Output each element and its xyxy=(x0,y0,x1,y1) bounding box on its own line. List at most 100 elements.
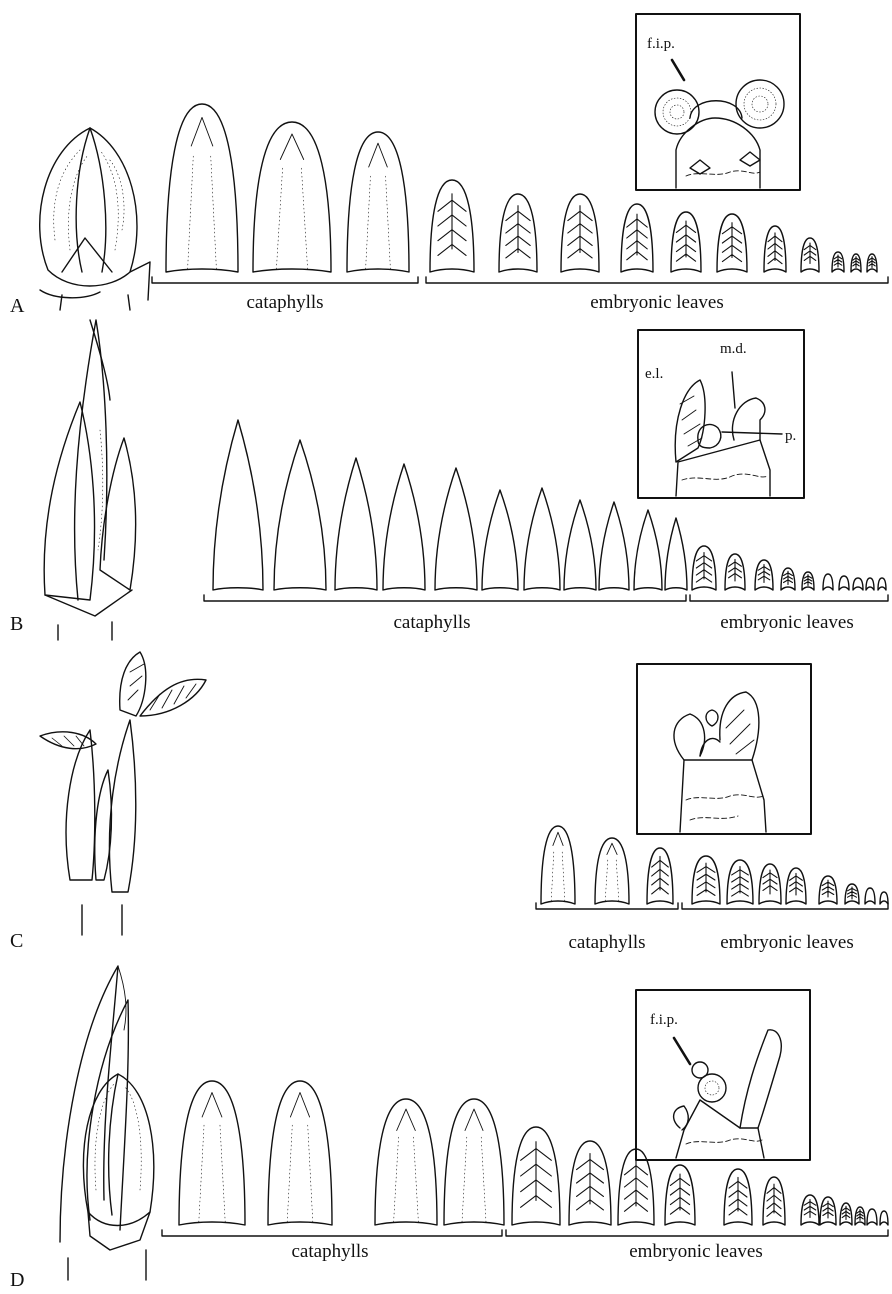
panel-c-cataphylls-bracket xyxy=(536,903,678,909)
panel-c-embryonic-label: embryonic leaves xyxy=(720,932,853,953)
panel-b-cataphylls-bracket xyxy=(204,595,686,601)
panel-c-cataphylls-label: cataphylls xyxy=(568,932,645,953)
panel-a-leaf-8 xyxy=(671,212,701,272)
panel-a-leaf-row xyxy=(166,104,877,272)
panel-c-leaf-row xyxy=(541,826,888,904)
panel-a-leaf-3 xyxy=(347,132,409,272)
panel-c-leaf-7 xyxy=(786,868,806,904)
panel-a-leaf-11 xyxy=(801,238,819,272)
panel-d-leaf-5 xyxy=(512,1127,560,1225)
panel-d-leaf-11 xyxy=(801,1195,819,1225)
panel-b-leaf-13 xyxy=(725,554,745,590)
panel-d-letter: D xyxy=(10,1269,24,1291)
panel-b-inset-label-p: p. xyxy=(785,428,796,444)
panel-d-embryonic-label: embryonic leaves xyxy=(629,1241,762,1262)
panel-b-leaf-8 xyxy=(564,500,596,590)
panel-d-leaf-8 xyxy=(665,1165,695,1225)
floral-primordium-icon xyxy=(736,80,784,128)
panel-b-leaf-12 xyxy=(692,546,716,590)
panel-c-leaf-1 xyxy=(541,826,575,904)
panel-c-inset-frame xyxy=(637,664,811,834)
panel-b-leaf-7 xyxy=(524,488,560,590)
panel-b-leaf-18 xyxy=(839,576,849,590)
panel-c-leaf-9 xyxy=(845,884,859,904)
panel-b-leaf-10 xyxy=(634,510,662,590)
panel-a-inset-label-fip: f.i.p. xyxy=(647,36,675,52)
panel-d-leaf-14 xyxy=(855,1207,865,1225)
panel-d-inset-pointer xyxy=(674,1038,690,1064)
panel-d-bud-illustration xyxy=(60,966,154,1280)
panel-c-shoot-illustration xyxy=(40,652,206,935)
panel-d: D cataphylls embryonic leaves f.i.p. xyxy=(10,966,888,1291)
panel-d-leaf-15 xyxy=(867,1209,877,1225)
panel-d-leaf-2 xyxy=(268,1081,332,1225)
panel-a: A cataphylls embryonic leaves f xyxy=(10,14,888,317)
panel-c-leaf-8 xyxy=(819,876,837,904)
panel-a-leaf-4 xyxy=(430,180,474,272)
panel-a-leaf-5 xyxy=(499,194,537,272)
panel-c-leaf-10 xyxy=(865,888,875,904)
panel-b-leaf-20 xyxy=(866,578,874,590)
panel-d-inset-label-fip: f.i.p. xyxy=(650,1012,678,1028)
panel-a-cataphylls-label: cataphylls xyxy=(246,292,323,313)
panel-c-letter: C xyxy=(10,930,23,952)
panel-b-leaf-17 xyxy=(823,574,833,590)
panel-c-leaf-6 xyxy=(759,864,781,904)
panel-b-leaf-15 xyxy=(781,568,795,590)
panel-d-leaf-1 xyxy=(179,1081,245,1225)
panel-b-inset-label-md: m.d. xyxy=(720,341,747,357)
panel-a-cataphylls-bracket xyxy=(152,277,418,283)
panel-a-leaf-10 xyxy=(764,226,786,272)
panel-d-cataphylls-label: cataphylls xyxy=(291,1241,368,1262)
panel-a-leaf-14 xyxy=(867,254,877,272)
panel-a-leaf-1 xyxy=(166,104,238,272)
panel-b: B cataphylls embryonic leaves e.l. m.d. … xyxy=(10,320,888,640)
panel-c-leaf-11 xyxy=(880,892,888,904)
panel-a-leaf-7 xyxy=(621,204,653,272)
panel-c: C cataphylls embryonic leaves xyxy=(10,652,888,953)
panel-b-leaf-14 xyxy=(755,560,773,590)
panel-c-leaf-3 xyxy=(647,848,673,904)
panel-d-leaf-16 xyxy=(880,1211,888,1225)
panel-a-inset: f.i.p. xyxy=(636,14,800,190)
panel-b-leaf-11 xyxy=(665,518,687,590)
panel-a-letter: A xyxy=(10,295,25,317)
panel-b-leaf-19 xyxy=(853,578,863,590)
panel-c-embryonic-bracket xyxy=(682,903,888,909)
panel-b-letter: B xyxy=(10,613,23,635)
panel-b-inset: e.l. m.d. p. xyxy=(638,330,804,498)
panel-d-leaf-12 xyxy=(820,1197,836,1225)
panel-d-leaf-3 xyxy=(375,1099,437,1225)
panel-b-cataphylls-label: cataphylls xyxy=(393,612,470,633)
panel-b-leaf-16 xyxy=(802,572,814,590)
panel-a-inset-pointer xyxy=(672,60,684,80)
panel-b-embryonic-bracket xyxy=(690,595,888,601)
panel-c-leaf-2 xyxy=(595,838,629,904)
panel-a-leaf-9 xyxy=(717,214,747,272)
panel-d-leaf-10 xyxy=(763,1177,785,1225)
panel-b-leaf-21 xyxy=(878,578,886,590)
panel-b-leaf-4 xyxy=(383,464,425,590)
panel-b-leaf-5 xyxy=(435,468,477,590)
panel-a-embryonic-label: embryonic leaves xyxy=(590,292,723,313)
panel-d-embryonic-bracket xyxy=(506,1230,888,1236)
panel-d-leaf-row xyxy=(179,1081,888,1225)
panel-d-leaf-13 xyxy=(840,1203,852,1225)
panel-b-inset-pointer-md xyxy=(732,372,735,408)
panel-b-leaf-row xyxy=(213,420,886,590)
panel-a-leaf-2 xyxy=(253,122,331,272)
panel-b-inset-label-el: e.l. xyxy=(645,366,663,382)
panel-b-bud-illustration xyxy=(44,320,136,640)
panel-b-leaf-6 xyxy=(482,490,518,590)
panel-d-leaf-9 xyxy=(724,1169,752,1225)
panel-b-leaf-9 xyxy=(599,502,629,590)
panel-c-inset xyxy=(637,664,811,834)
panel-b-embryonic-label: embryonic leaves xyxy=(720,612,853,633)
panel-b-leaf-2 xyxy=(274,440,326,590)
panel-d-leaf-6 xyxy=(569,1141,611,1225)
panel-d-inset: f.i.p. xyxy=(636,990,810,1160)
panel-d-cataphylls-bracket xyxy=(162,1230,502,1236)
panel-a-leaf-13 xyxy=(851,254,861,272)
panel-b-leaf-3 xyxy=(335,458,377,590)
